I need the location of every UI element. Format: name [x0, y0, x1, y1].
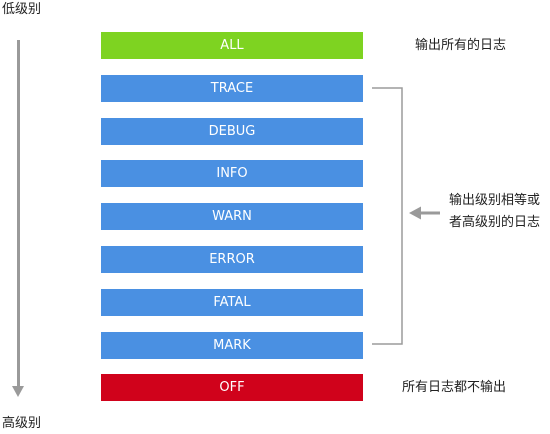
level-fatal: FATAL — [101, 289, 363, 316]
level-warn: WARN — [101, 203, 363, 230]
down-arrow-icon — [12, 386, 24, 397]
low-level-label: 低级别 — [2, 2, 42, 17]
bracket-line — [372, 87, 403, 345]
left-arrow-icon — [409, 206, 440, 220]
level-trace: TRACE — [101, 75, 363, 102]
level-mark: MARK — [101, 332, 363, 359]
high-level-label: 高级别 — [2, 416, 42, 431]
level-all: ALL — [101, 32, 363, 59]
level-debug: DEBUG — [101, 118, 363, 145]
level-off: OFF — [101, 374, 363, 401]
level-error: ERROR — [101, 246, 363, 273]
level-axis-line — [17, 40, 20, 388]
note-all: 输出所有的日志 — [415, 38, 507, 53]
note-range-line1: 输出级别相等或 — [449, 193, 541, 208]
note-off: 所有日志都不输出 — [402, 380, 507, 395]
note-range-line2: 者高级别的日志 — [449, 215, 541, 230]
level-info: INFO — [101, 160, 363, 187]
